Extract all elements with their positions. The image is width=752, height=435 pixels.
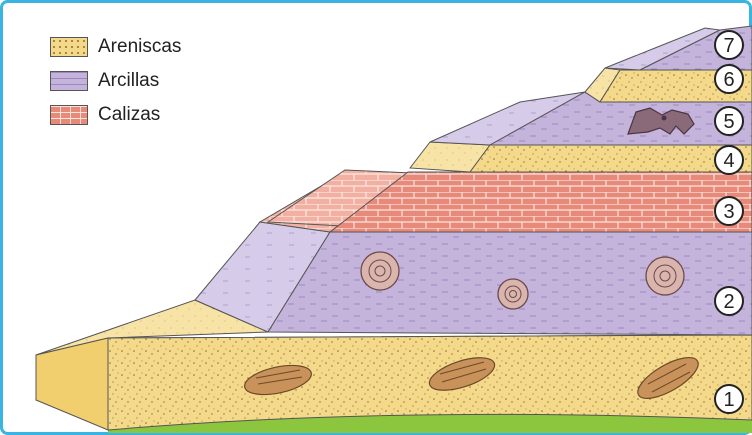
layer-number-7: 7 — [714, 30, 744, 60]
layer-number-4: 4 — [714, 145, 744, 175]
legend-label: Arcillas — [98, 70, 159, 92]
layer-number-1: 1 — [714, 384, 744, 414]
legend-label: Areniscas — [98, 36, 181, 58]
ammonite-icon — [361, 252, 399, 290]
layer-number-3: 3 — [714, 196, 744, 226]
limestone-swatch — [50, 105, 88, 125]
legend-item-limestone: Calizas — [50, 104, 160, 126]
clay-swatch — [50, 71, 88, 91]
ammonite-icon — [646, 257, 684, 295]
legend-item-sandstone: Areniscas — [50, 36, 181, 58]
layer-number-2: 2 — [714, 286, 744, 316]
legend-label: Calizas — [98, 104, 160, 126]
ammonite-icon — [498, 279, 528, 309]
layer-4 — [470, 145, 752, 172]
legend-item-clay: Arcillas — [50, 70, 159, 92]
layer-number-5: 5 — [714, 106, 744, 136]
layer-number-6: 6 — [714, 64, 744, 94]
sandstone-swatch — [50, 37, 88, 57]
